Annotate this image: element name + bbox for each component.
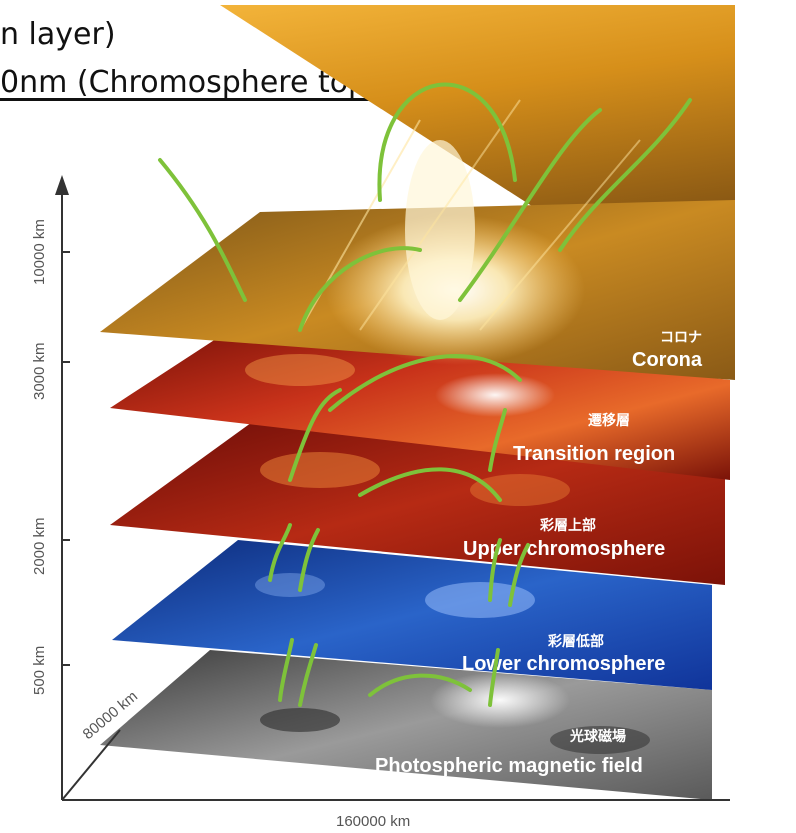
label-upper-jp: 彩層上部 — [539, 517, 596, 534]
label-transition-en: Transition region — [513, 443, 675, 465]
width-axis-label: 160000 km — [336, 813, 410, 830]
caption-line-2: 0nm (Chromosphere top) — [0, 65, 379, 100]
tick-label-3000km: 3000 km — [31, 342, 48, 400]
tick-label-2000km: 2000 km — [31, 517, 48, 575]
magnetic-field-lines — [158, 82, 692, 707]
label-photo-en: Photospheric magnetic field — [375, 755, 643, 777]
tick-label-10000km: 10000 km — [31, 219, 48, 285]
label-lower-jp: 彩層低部 — [547, 633, 604, 650]
layer-photospheric: 光球磁場 Photospheric magnetic field — [100, 650, 712, 800]
label-corona-en: Corona — [632, 349, 703, 371]
layer-lower-chromosphere: 彩層低部 Lower chromosphere — [112, 540, 712, 690]
label-transition-jp: 遷移層 — [588, 412, 630, 429]
label-upper-en: Upper chromosphere — [463, 538, 665, 560]
layer-transition-region: 遷移層 Transition region — [110, 320, 730, 480]
axes — [55, 175, 730, 801]
label-photo-jp: 光球磁場 — [569, 728, 626, 745]
caption-line-1: n layer) — [0, 17, 116, 52]
label-lower-en: Lower chromosphere — [462, 653, 665, 675]
label-corona-jp: コロナ — [660, 330, 702, 346]
tick-label-500km: 500 km — [31, 646, 48, 695]
layer-corona: コロナ Corona — [100, 5, 735, 380]
